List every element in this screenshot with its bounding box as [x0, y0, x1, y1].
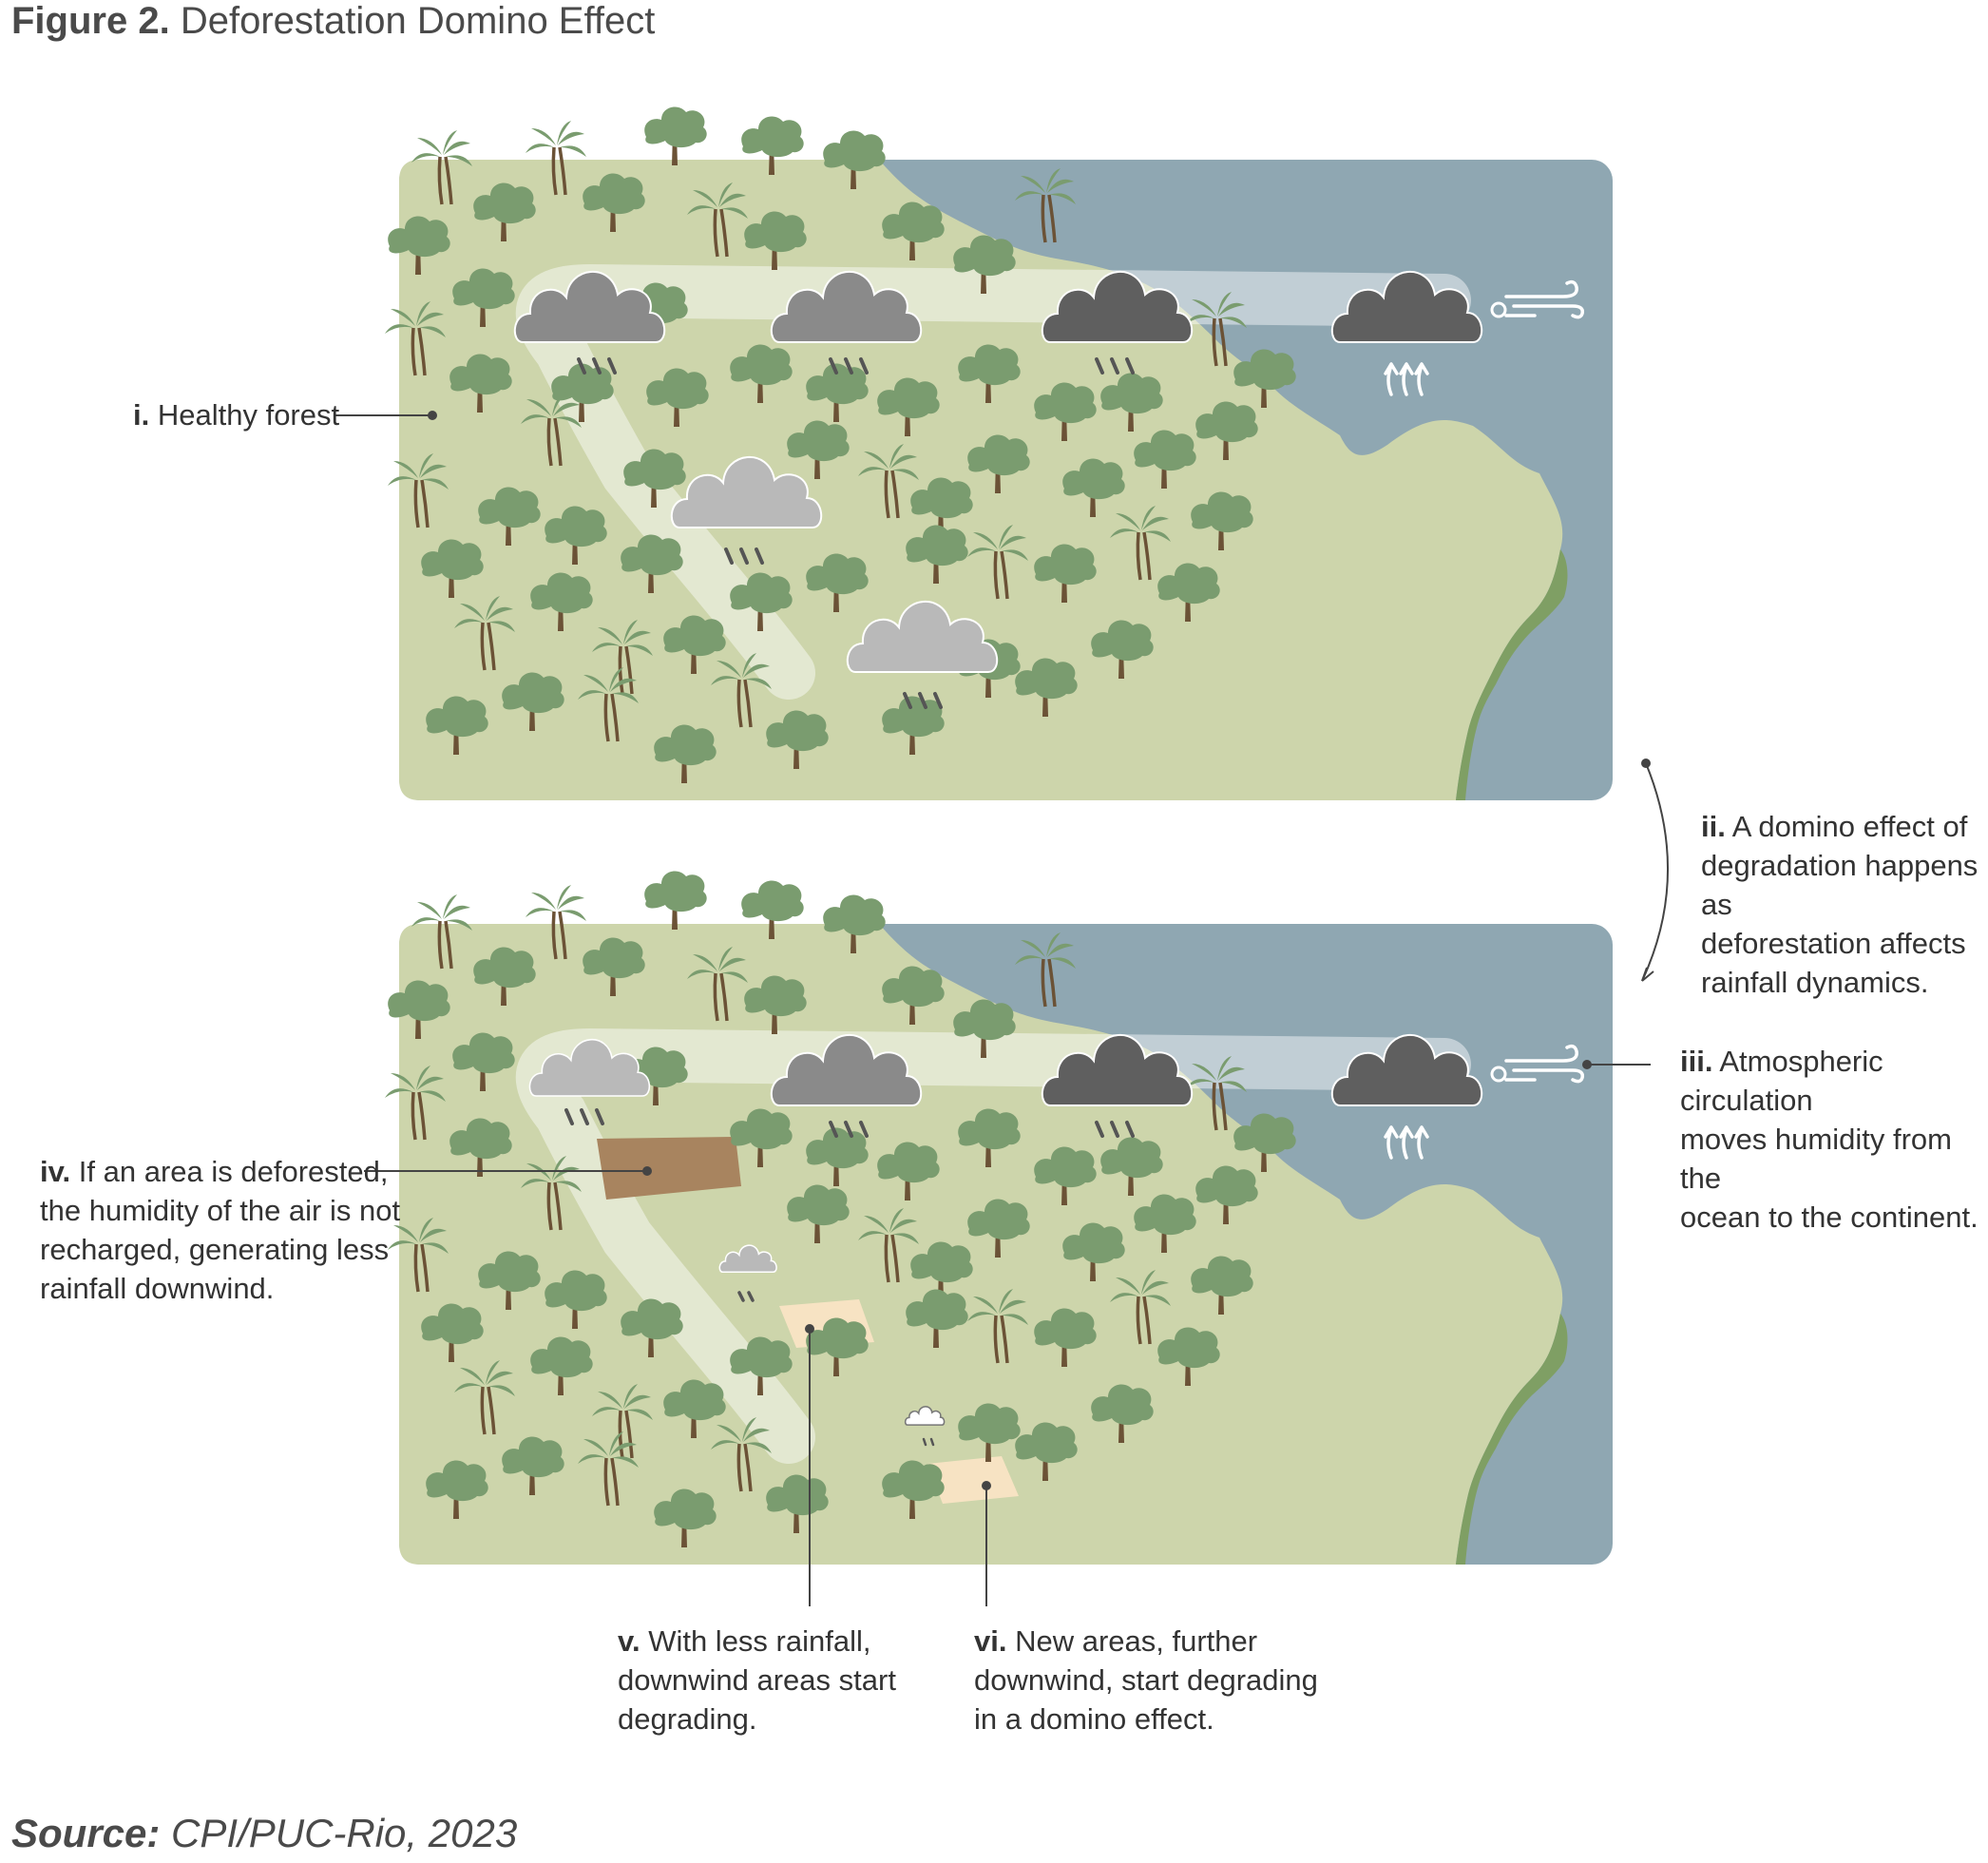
annotation-domino-effect: ii. A domino effect of degradation happe… [1701, 807, 1988, 1002]
annotation-line: in a domino effect. [974, 1702, 1214, 1736]
annotation-line: rainfall dynamics. [1701, 966, 1929, 999]
annotation-number: iii. [1680, 1045, 1713, 1078]
annotation-line: recharged, generating less [40, 1233, 390, 1266]
annotation-number: ii. [1701, 810, 1726, 843]
annotation-line: degrading. [618, 1702, 757, 1736]
annotation-line: If an area is deforested, [78, 1155, 389, 1188]
annotation-text: Healthy forest [157, 398, 340, 432]
annotation-atmospheric-circulation: iii. Atmospheric circulation moves humid… [1680, 1042, 1988, 1237]
figure-number: Figure 2. [11, 0, 170, 42]
annotation-line: deforestation affects [1701, 927, 1966, 960]
bottom-clouds [528, 1033, 1585, 1447]
annotation-number: vi. [974, 1624, 1007, 1658]
annotation-line: moves humidity from the [1680, 1123, 1952, 1195]
annotation-line: Atmospheric circulation [1680, 1045, 1883, 1117]
annotation-line: degradation happens as [1701, 849, 1978, 921]
deforested-area [597, 1137, 741, 1200]
rain-icon [737, 1291, 755, 1302]
annotation-line: New areas, further [1015, 1624, 1258, 1658]
annotation-line: downwind, start degrading [974, 1663, 1318, 1697]
degraded-area [927, 1456, 1019, 1504]
annotation-line: With less rainfall, [648, 1624, 871, 1658]
annotation-number: i. [133, 398, 150, 432]
annotation-line: A domino effect of [1731, 810, 1968, 843]
annotation-line: rainfall downwind. [40, 1272, 275, 1305]
annotation-deforested-area: iv. If an area is deforested, the humidi… [40, 1152, 400, 1308]
figure-title-text: Deforestation Domino Effect [180, 0, 656, 42]
source-credit: Source: CPI/PUC-Rio, 2023 [11, 1811, 517, 1856]
figure-title: Figure 2. Deforestation Domino Effect [11, 0, 655, 43]
leader-lines [335, 411, 1669, 1606]
annotation-downwind-degrading: v. With less rainfall, downwind areas st… [618, 1622, 896, 1738]
source-label: Source: [11, 1811, 161, 1855]
annotation-line: the humidity of the air is not [40, 1194, 401, 1227]
rain-icon [922, 1437, 935, 1447]
annotation-line: ocean to the continent. [1680, 1200, 1978, 1234]
source-text: CPI/PUC-Rio, 2023 [171, 1811, 518, 1855]
annotation-number: iv. [40, 1155, 71, 1188]
annotation-line: downwind areas start [618, 1663, 896, 1697]
annotation-new-areas: vi. New areas, further downwind, start d… [974, 1622, 1318, 1738]
annotation-healthy-forest: i. Healthy forest [133, 395, 339, 434]
annotation-number: v. [618, 1624, 640, 1658]
